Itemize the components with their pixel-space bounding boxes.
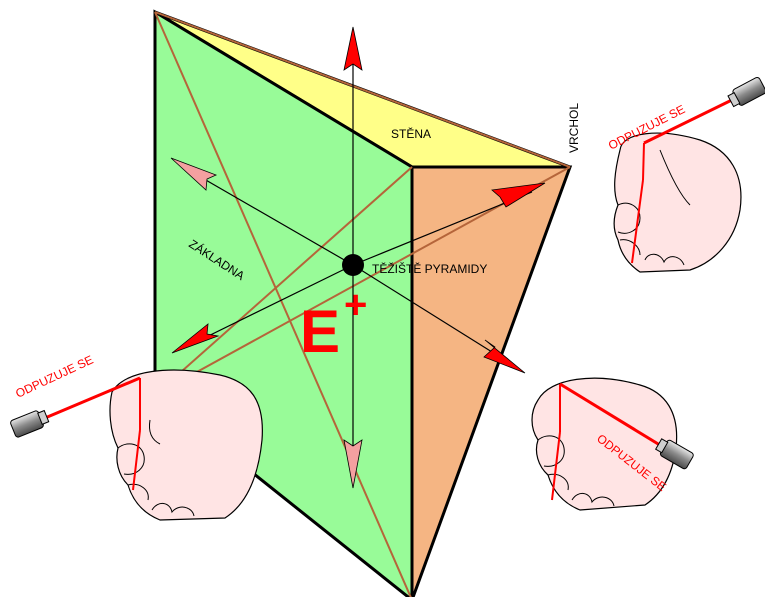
centroid-dot <box>342 254 364 276</box>
hand-left: ODPUZUJE SE <box>10 353 263 521</box>
hand-bottom-right: ODPUZUJE SE <box>531 377 694 511</box>
arrow-upper-right <box>491 182 546 208</box>
arrow-lower-right <box>483 339 526 374</box>
apex-label: VRCHOL <box>567 103 581 153</box>
arrow-upper-left <box>170 157 218 191</box>
arrow-up <box>343 26 363 71</box>
arrow-lower-left <box>171 323 220 354</box>
plug-bottom-right <box>654 438 694 470</box>
repel-label-left: ODPUZUJE SE <box>13 353 95 401</box>
centroid-label: TĚŽIŠTĚ PYRAMIDY <box>372 261 487 276</box>
face-label: STĚNA <box>391 126 431 141</box>
plug-left <box>10 409 50 438</box>
charge-letter: E <box>300 298 340 365</box>
charge-sign: + <box>344 283 367 327</box>
arrow-down <box>343 439 363 489</box>
plug-top-right <box>727 76 765 108</box>
hand-top-right: ODPUZUJE SE <box>606 76 765 273</box>
force-lines <box>184 60 533 470</box>
